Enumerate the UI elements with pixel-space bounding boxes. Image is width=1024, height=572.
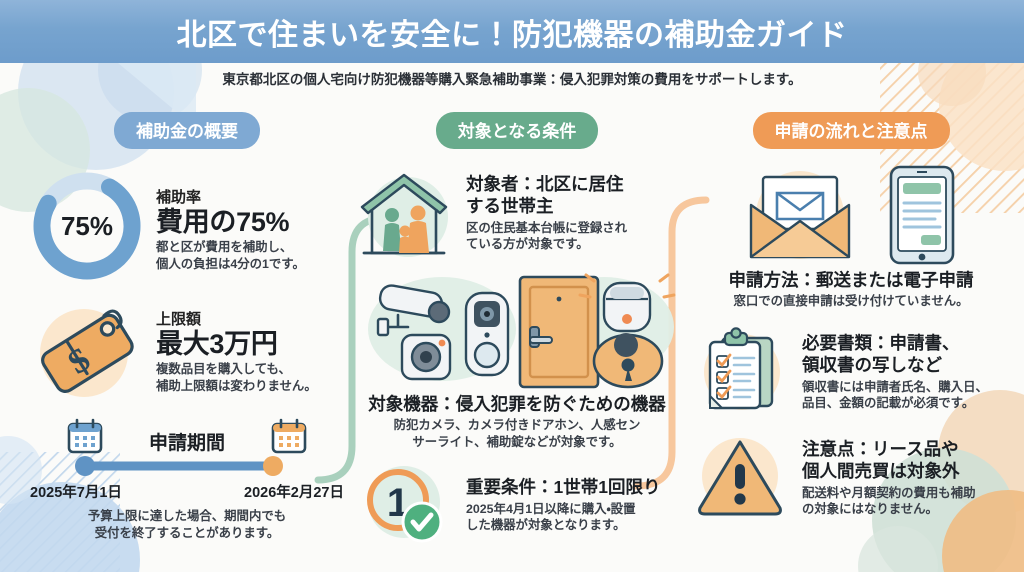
subsidy-rate-kicker: 補助率 <box>156 189 202 206</box>
timeline-title: 申請期間 <box>148 433 225 454</box>
application-period-timeline: 申請期間 2025年7月1日 2026 <box>28 417 346 541</box>
block-how-to-apply: 申請方法：郵送または電子申請 窓口での直接申請は受け付けていません。 <box>692 163 1010 310</box>
donut-chart-icon: 75% <box>28 167 146 285</box>
key-condition-note: 2025年4月1日以降に購入・設置 した機器が対象となります。 <box>466 501 636 532</box>
how-to-apply-note: 窓口での直接申請は受け付けていません。 <box>733 294 969 309</box>
subsidy-rate-note: 都と区が費用を補助し、 個人の負担は4分の1です。 <box>156 240 305 271</box>
page-title: 北区で住まいを安全に！防犯機器の補助金ガイド <box>176 18 848 52</box>
column-process: 申請の流れと注意点 <box>692 112 1010 520</box>
security-devices-icon <box>352 269 682 391</box>
connector-left-to-middle <box>314 214 390 484</box>
max-amount-kicker: 上限額 <box>156 311 202 328</box>
timeline-bar <box>75 456 283 476</box>
required-docs-head: 必要書類：申請書、 領収書の写しなど <box>802 332 960 376</box>
column-heading-process: 申請の流れと注意点 <box>752 112 950 149</box>
donut-value-label: 75% <box>60 210 114 241</box>
calendar-icon <box>67 418 103 454</box>
block-subsidy-rate: 75% 補助率 費用の75% 都と区が費用を補助し、 個人の負担は4分の1です。 <box>28 167 346 285</box>
block-eligible-person: 対象者：北区に居住 する世帯主 区の住民基本台帳に登録され ている方が対象です。 <box>352 165 682 261</box>
column-heading-overview: 補助金の概要 <box>114 112 260 149</box>
block-key-condition: 1 重要条件：1世帯1回限り 2025年4月1日以降に購入・設置 した機器が対象… <box>352 462 682 546</box>
block-eligible-devices: 対象機器：侵入犯罪を防ぐための機器 防犯カメラ、カメラ付きドアホン、人感セン サ… <box>352 269 682 450</box>
subsidy-rate-value: 費用の75% <box>156 207 290 237</box>
key-condition-head: 重要条件：1世帯1回限り <box>466 477 661 498</box>
block-max-amount: S 上限額 最大3万円 複数品目を購入しても、 補助上限額は変わりません。 <box>28 299 346 403</box>
eligible-devices-note: 防犯カメラ、カメラ付きドアホン、人感セン サーライト、補助錠などが対象です。 <box>393 418 641 449</box>
page-subtitle: 東京都北区の個人宅向け防犯機器等購入緊急補助事業：侵入犯罪対策の費用をサポートし… <box>222 72 802 87</box>
house-family-icon <box>352 165 456 261</box>
clipboard-checklist-icon <box>692 324 792 418</box>
timeline-start-date: 2025年7月1日 <box>30 485 122 501</box>
calendar-icon <box>271 418 307 454</box>
envelope-tablet-icon <box>692 163 1010 267</box>
eligible-devices-head: 対象機器：侵入犯罪を防ぐための機器 <box>368 394 666 414</box>
caution-head: 注意点：リース品や 個人間売買は対象外 <box>802 438 960 482</box>
max-amount-note: 複数品目を購入しても、 補助上限額は変わりません。 <box>156 362 317 393</box>
how-to-apply-head: 申請方法：郵送または電子申請 <box>728 270 974 290</box>
connector-middle-to-right <box>632 196 710 490</box>
column-overview: 補助金の概要 75% 補助率 費用の75% 都と区が費用を補助し、 個人の負担は… <box>28 112 346 541</box>
timeline-note: 予算上限に達した場合、期間内でも 受付を終了することがあります。 <box>87 509 287 540</box>
column-heading-conditions: 対象となる条件 <box>435 112 599 149</box>
price-tag-icon: S <box>28 299 146 403</box>
block-caution: 注意点：リース品や 個人間売買は対象外 配送料や月額契約の費用も補助 の対象には… <box>692 432 1010 520</box>
eligible-person-note: 区の住民基本台帳に登録され ている方が対象です。 <box>466 220 628 252</box>
one-badge-check-icon: 1 <box>352 462 456 546</box>
timeline-end-date: 2026年2月27日 <box>244 485 344 501</box>
warning-triangle-icon <box>692 432 792 520</box>
column-conditions: 対象となる条件 対象 <box>352 112 682 546</box>
required-docs-note: 領収書には申請者氏名、購入日、 品目、金額の記載が必須です。 <box>802 379 988 410</box>
max-amount-value: 最大3万円 <box>156 329 278 359</box>
block-required-docs: 必要書類：申請書、 領収書の写しなど 領収書には申請者氏名、購入日、 品目、金額… <box>692 324 1010 418</box>
eligible-person-head: 対象者：北区に居住 する世帯主 <box>466 174 624 217</box>
caution-note: 配送料や月額契約の費用も補助 の対象にはなりません。 <box>802 485 976 516</box>
header-banner: 北区で住まいを安全に！防犯機器の補助金ガイド <box>0 0 1024 63</box>
